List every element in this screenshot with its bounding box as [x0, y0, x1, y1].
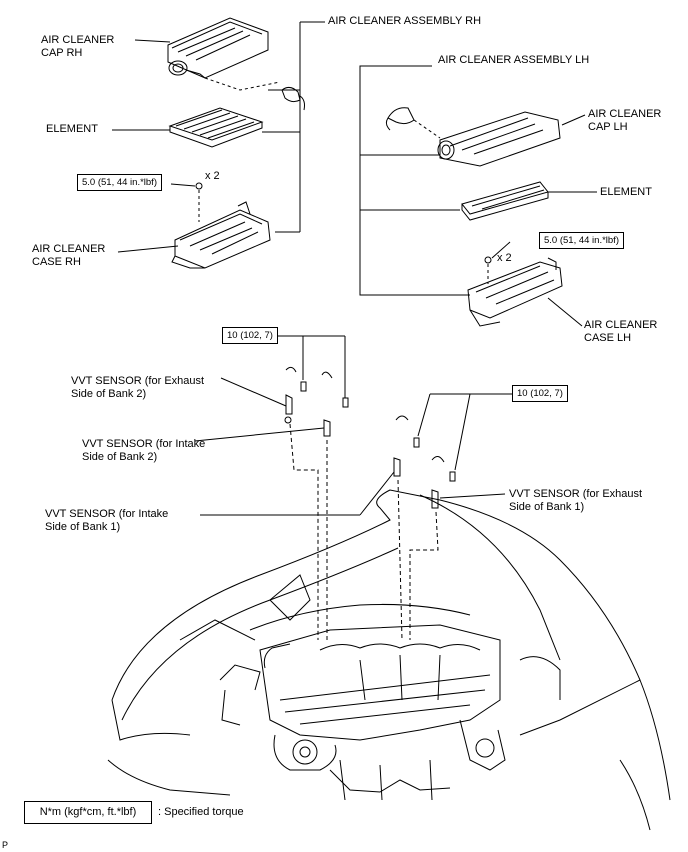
clamp-part [281, 86, 305, 111]
vvt-bank2-torque-bracket [270, 335, 346, 398]
air-cleaner-case-lh-label: AIR CLEANER CASE LH [584, 319, 658, 344]
vehicle-engine-bay [107, 489, 671, 831]
vvt-bank1-torque-bracket [417, 393, 512, 471]
vvt-sensor-intake-bank2-part [321, 371, 333, 437]
vvt-sensor-exhaust-bank2-label: VVT SENSOR (for Exhaust Side of Bank 2) [71, 375, 205, 400]
element-rh-label: ELEMENT [46, 123, 98, 135]
reference-code: P [2, 840, 9, 850]
element-rh-part [168, 107, 264, 148]
vvt-sensor-intake-bank1-label: VVT SENSOR (for Intake Side of Bank 1) [45, 508, 169, 533]
torque-rh-case: 5.0 (51, 44 in.*lbf) [77, 174, 162, 191]
installation-guide-lines [289, 423, 439, 641]
vvt-sensor-exhaust-bank1-label: VVT SENSOR (for Exhaust Side of Bank 1) [509, 488, 643, 513]
vvt-sensor-intake-bank2-label: VVT SENSOR (for Intake Side of Bank 2) [82, 438, 206, 463]
element-lh-part [461, 181, 549, 221]
torque-lh-case: 5.0 (51, 44 in.*lbf) [539, 232, 624, 249]
torque-vvt-bank1: 10 (102, 7) [512, 385, 568, 402]
clamp-lh-part [385, 107, 415, 131]
air-cleaner-case-rh-label: AIR CLEANER CASE RH [32, 243, 106, 268]
air-cleaner-cap-lh-part [437, 111, 561, 167]
vvt-sensor-intake-bank1-part [393, 415, 409, 477]
vvt-sensor-exhaust-bank1-part [431, 456, 445, 509]
lh-assembly-bracket [359, 65, 470, 296]
air-cleaner-cap-rh-part [167, 17, 269, 79]
vvt-bolts-bank2 [300, 381, 349, 408]
air-cleaner-assembly-lh-label: AIR CLEANER ASSEMBLY LH [438, 54, 590, 66]
torque-vvt-bank2: 10 (102, 7) [222, 327, 278, 344]
air-cleaner-case-rh-part [171, 201, 271, 269]
bolt-qty-lh: x 2 [497, 252, 512, 264]
air-cleaner-cap-lh-label: AIR CLEANER CAP LH [588, 108, 662, 133]
torque-unit-legend-box: N*m (kgf*cm, ft.*lbf) [24, 801, 152, 824]
vvt-bolts-bank1 [413, 437, 456, 482]
air-cleaner-assembly-rh-label: AIR CLEANER ASSEMBLY RH [328, 15, 482, 27]
engine-assembly [219, 624, 561, 801]
bolt-qty-rh: x 2 [205, 170, 220, 182]
vvt-sensor-exhaust-bank2-part [284, 366, 297, 424]
rh-assembly-bracket [262, 21, 325, 233]
air-cleaner-cap-rh-label: AIR CLEANER CAP RH [41, 34, 115, 59]
torque-legend-meaning: : Specified torque [158, 806, 244, 818]
element-lh-label: ELEMENT [600, 186, 652, 198]
air-cleaner-case-lh-part [467, 257, 563, 327]
